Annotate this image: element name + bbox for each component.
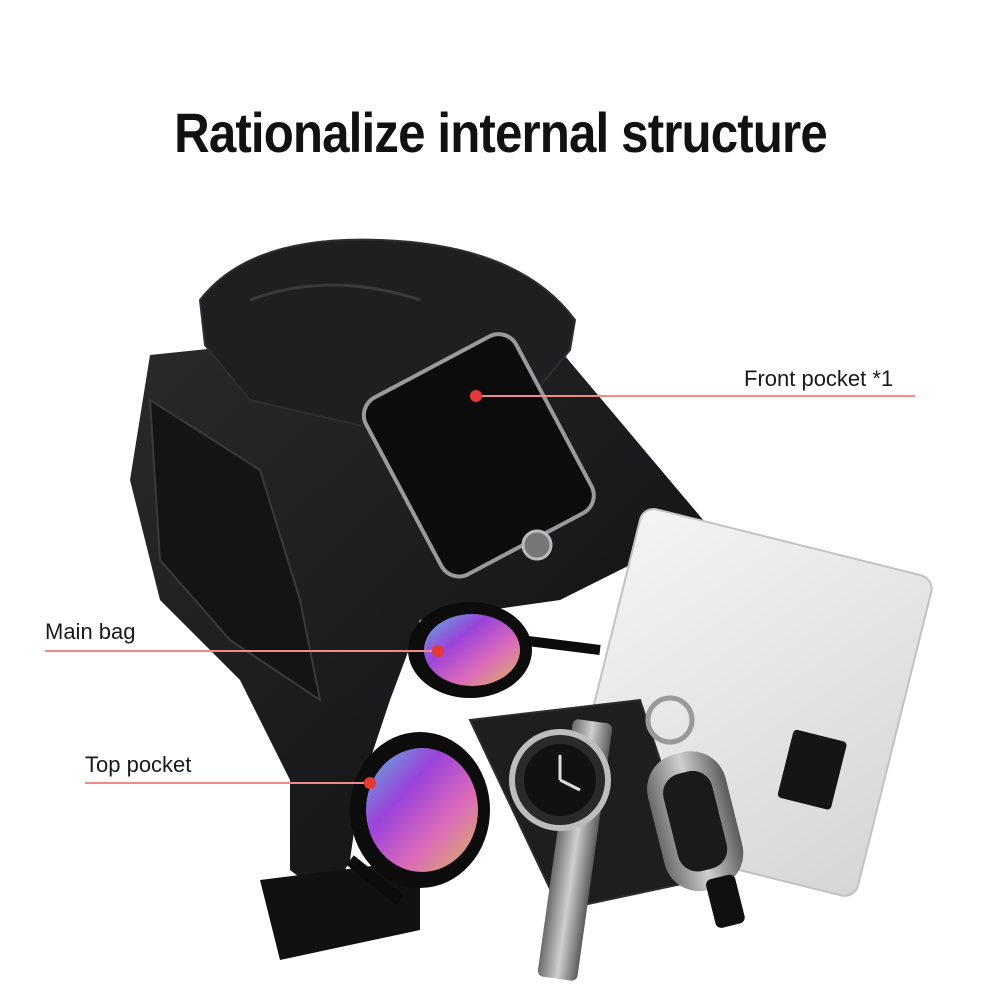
sunglasses-lower [346,732,490,905]
page-title: Rationalize internal structure [174,101,828,164]
sunglasses-upper [408,602,601,698]
front-pocket-label: Front pocket *1 [744,366,894,391]
top-pocket-label: Top pocket [85,752,192,777]
callout-leaders [45,390,915,789]
bag-snap-button [521,529,553,561]
main-bag-label: Main bag [45,619,136,644]
bag-side-panel [148,398,322,703]
wristwatch [509,719,613,981]
key-ring [645,695,695,745]
front-pocket-marker [470,390,482,402]
main-bag-marker [432,645,444,657]
top-pocket-marker [364,777,376,789]
car-key [647,751,745,928]
